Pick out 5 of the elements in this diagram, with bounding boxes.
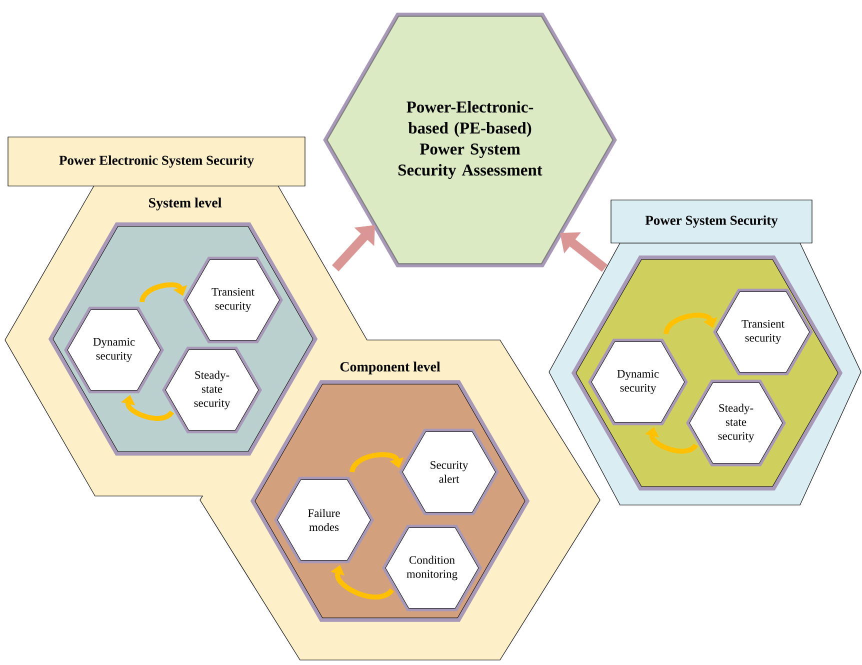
header-box: Power System Security (610, 200, 812, 244)
block-arrow (332, 225, 375, 272)
header-box: Power Electronic System Security (8, 136, 306, 186)
panel-heading: System level (149, 198, 222, 210)
panel-heading: Component level (340, 362, 440, 374)
